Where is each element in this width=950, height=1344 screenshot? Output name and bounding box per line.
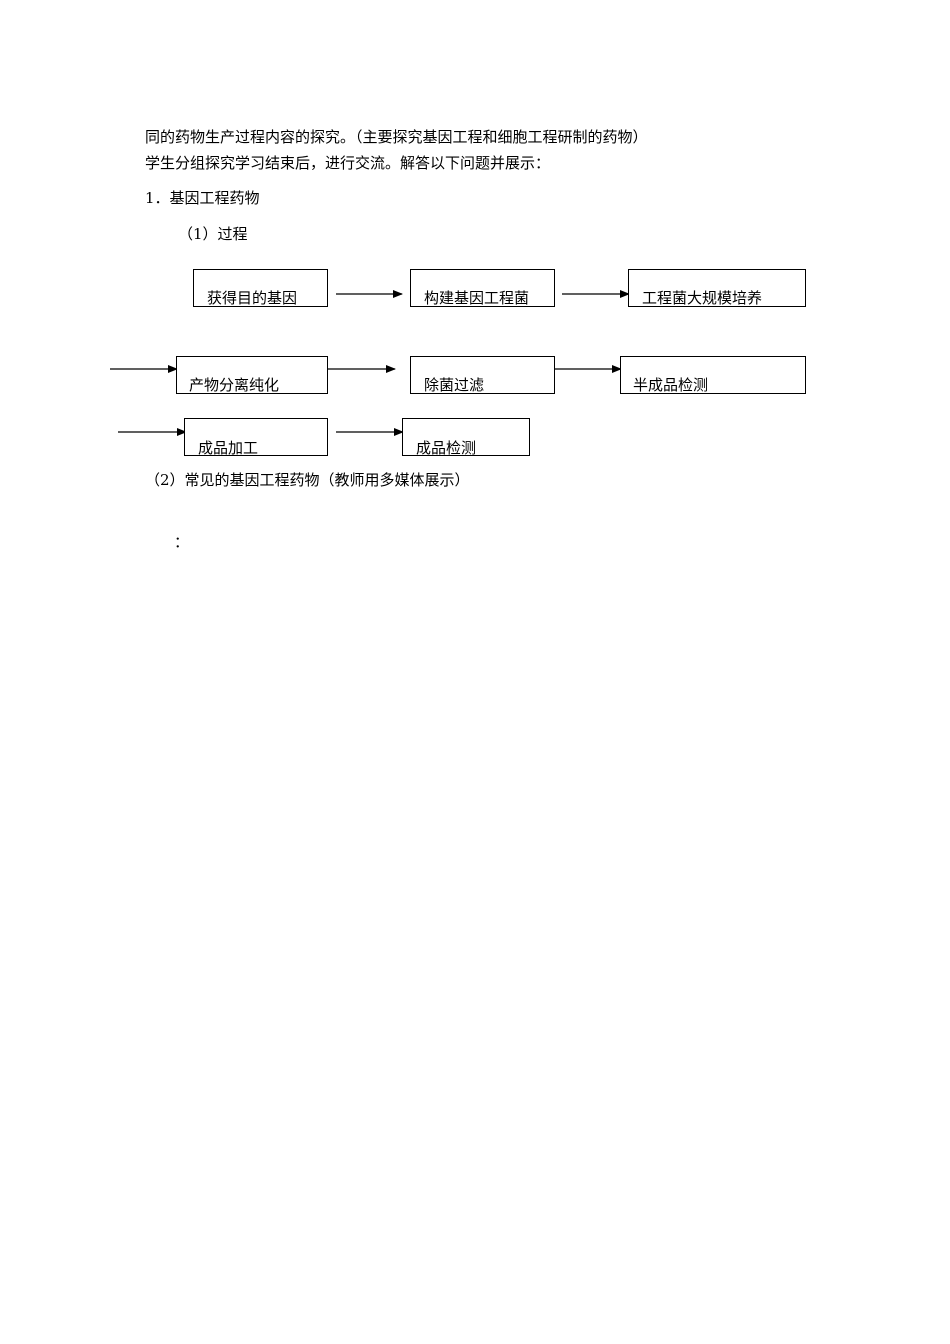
flow-step-7: 成品加工 [184,418,328,457]
paragraph-line-2: 学生分组探究学习结束后，进行交流。解答以下问题并展示： [145,154,551,172]
flow-step-label: 获得目的基因 [207,289,298,307]
flow-step-label: 成品检测 [416,439,477,457]
flow-step-1: 获得目的基因 [193,269,328,307]
flow-arrows [110,290,630,436]
paragraph-line-1: 同的药物生产过程内容的探究。（主要探究基因工程和细胞工程研制的药物） [145,128,648,146]
flow-step-4: 产物分离纯化 [176,356,328,394]
flow-step-5: 除菌过滤 [410,356,555,394]
subheading-process: （1）过程 [178,225,248,243]
flow-step-8: 成品检测 [402,418,530,457]
flow-step-label: 构建基因工程菌 [424,289,530,307]
subheading-common-drugs: （2）常见的基因工程药物（教师用多媒体展示） [145,471,470,489]
flow-step-6: 半成品检测 [620,356,806,394]
flow-step-label: 半成品检测 [633,376,709,394]
flow-step-label: 成品加工 [198,439,259,457]
flow-step-2: 构建基因工程菌 [410,269,555,307]
section-heading-gene-engineering-drugs: 1．基因工程药物 [145,189,260,207]
flow-step-3: 工程菌大规模培养 [628,269,806,307]
flow-step-label: 除菌过滤 [424,376,485,394]
flow-step-label: 产物分离纯化 [189,376,280,394]
flow-step-label: 工程菌大规模培养 [642,289,763,307]
colon-mark: ： [174,533,190,551]
